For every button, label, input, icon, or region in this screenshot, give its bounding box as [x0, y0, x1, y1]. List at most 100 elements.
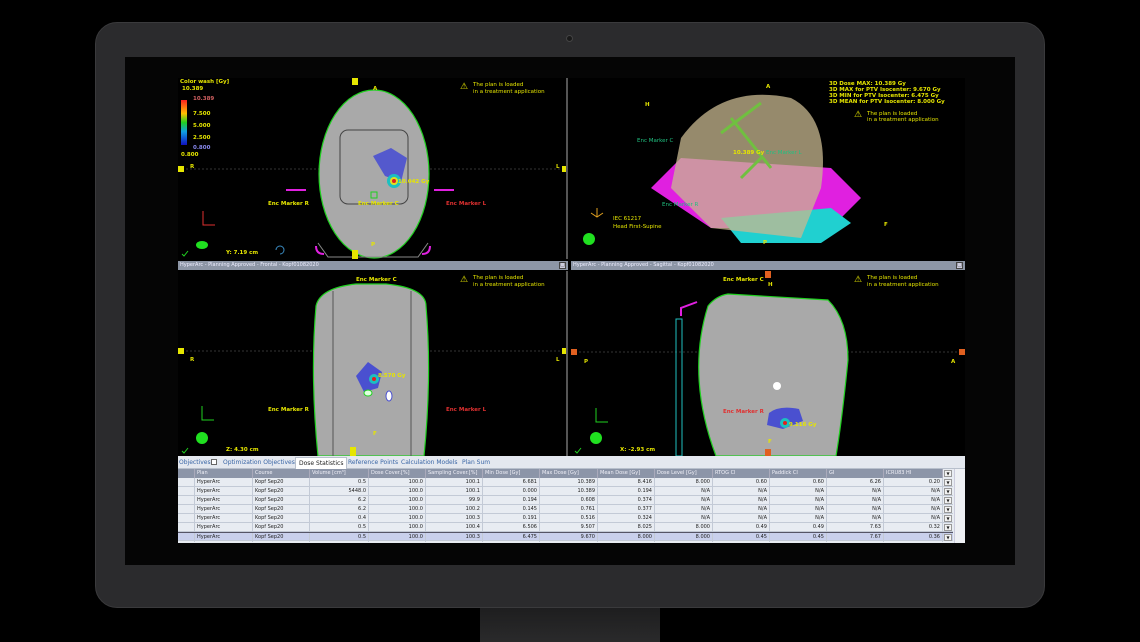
orient-label: H — [645, 102, 650, 108]
legend-tick: 5.000 — [193, 123, 211, 129]
row-dropdown-button[interactable]: ▼ — [944, 506, 952, 513]
legend-tick: 7.500 — [193, 111, 211, 117]
table-cell: 6.2 — [310, 496, 369, 505]
table-cell: 100.3 — [426, 514, 483, 523]
table-cell: 0.20 — [884, 478, 943, 487]
legend-bottom-value: 0.800 — [193, 145, 211, 151]
table-cell: HyperArc — [195, 514, 253, 523]
sagittal-view[interactable]: Enc Marker C H ⚠ The plan is loaded in a… — [571, 271, 965, 456]
table-cell: N/A — [655, 496, 713, 505]
table-cell: 0.324 — [598, 514, 655, 523]
dose-label: 10.389 Gy — [733, 150, 765, 156]
row-dropdown-button[interactable]: ▼ — [944, 488, 952, 495]
warning-icon: ⚠ — [460, 82, 469, 92]
column-header[interactable]: Sampling Cover.[%] — [426, 469, 483, 478]
table-cell — [178, 514, 195, 523]
warning-text: The plan is loaded — [473, 82, 524, 88]
maximize-button[interactable]: □ — [956, 262, 963, 269]
orient-label: P — [763, 240, 768, 246]
column-header[interactable]: Course — [253, 469, 310, 478]
tab-calculation-models[interactable]: Calculation Models — [401, 459, 458, 466]
tab-optimization-objectives[interactable]: Optimization Objectives — [223, 459, 295, 466]
row-dropdown-button[interactable]: ▼ — [944, 479, 952, 486]
orient-label: F — [884, 222, 888, 228]
tab-plan-sum[interactable]: Plan Sum — [462, 459, 491, 466]
table-cell: 100.0 — [369, 523, 426, 532]
table-cell: 0.145 — [483, 505, 540, 514]
dose-stat: 3D MEAN for PTV Isocenter: 8.000 Gy — [829, 99, 945, 105]
transverse-view[interactable]: Color wash [Gy] 10.389 10.389 7.500 5.00… — [178, 78, 568, 259]
table-cell: 8.025 — [598, 523, 655, 532]
legend-min: 0.800 — [181, 152, 199, 158]
tab-objectives[interactable]: Objectives — [179, 459, 211, 466]
column-header[interactable]: Volume [cm³] — [310, 469, 369, 478]
table-cell: 99.9 — [426, 496, 483, 505]
table-cell: N/A — [655, 487, 713, 496]
table-cell: 0.36 — [884, 533, 943, 542]
checkbox[interactable] — [211, 459, 217, 465]
dose-wash — [373, 148, 407, 182]
table-cell: Kopf Sep20 — [253, 533, 310, 542]
table-cell: 0.000 — [483, 487, 540, 496]
column-header[interactable]: Paddick CI — [770, 469, 827, 478]
tab-dose-statistics[interactable]: Dose Statistics — [295, 457, 348, 469]
row-dropdown-button[interactable]: ▼ — [944, 497, 952, 504]
table-cell — [178, 487, 195, 496]
frontal-view[interactable]: Enc Marker C ⚠ The plan is loaded in a t… — [178, 271, 568, 456]
warning-text: The plan is loaded — [473, 275, 524, 281]
table-cell: N/A — [827, 496, 884, 505]
bottom-tabs: Objectives Optimization Objectives Dose … — [178, 456, 965, 469]
table-cell: 8.000 — [655, 523, 713, 532]
slice-position: Z: 4.30 cm — [226, 447, 259, 453]
patient-orientation-icon — [583, 233, 595, 245]
maximize-button[interactable]: □ — [559, 262, 566, 269]
3d-model-view[interactable]: 3D Dose MAX: 10.389 Gy 3D MAX for PTV Is… — [571, 78, 965, 259]
transverse-image — [178, 78, 566, 259]
table-cell: 9.670 — [540, 533, 598, 542]
column-header[interactable]: ICRU83 HI — [884, 469, 943, 478]
vertical-scrollbar[interactable] — [954, 469, 965, 543]
column-header[interactable] — [178, 469, 195, 478]
warning-icon: ⚠ — [460, 275, 469, 285]
tab-reference-points[interactable]: Reference Points — [348, 459, 399, 466]
column-chooser-button[interactable]: ▼ — [944, 470, 952, 477]
row-dropdown-button[interactable]: ▼ — [944, 524, 952, 531]
table-cell: HyperArc — [195, 496, 253, 505]
dose-wash — [356, 362, 382, 392]
table-cell: Kopf Sep20 — [253, 478, 310, 487]
column-header[interactable]: RTOG CI — [713, 469, 770, 478]
table-cell: N/A — [713, 505, 770, 514]
orient-label: A — [373, 86, 378, 92]
orient-label: L — [556, 164, 560, 170]
column-header[interactable]: Plan — [195, 469, 253, 478]
dose-stat: 3D Dose MAX: 10.389 Gy — [829, 81, 906, 87]
legend-title: Color wash [Gy] — [180, 79, 230, 85]
column-header[interactable]: Mean Dose [Gy] — [598, 469, 655, 478]
column-header[interactable]: Max Dose [Gy] — [540, 469, 598, 478]
table-cell: Kopf Sep20 — [253, 505, 310, 514]
row-dropdown-button[interactable]: ▼ — [944, 534, 952, 541]
row-dropdown-button[interactable]: ▼ — [944, 515, 952, 522]
orient-label: R — [190, 164, 195, 170]
orientation-axes-icon — [202, 211, 215, 226]
table-cell: HyperArc — [195, 505, 253, 514]
column-header[interactable]: Min Dose [Gy] — [483, 469, 540, 478]
table-cell: N/A — [884, 514, 943, 523]
warning-text: The plan is loaded — [867, 111, 918, 117]
table-cell: 0.49 — [713, 523, 770, 532]
column-header[interactable]: GI — [827, 469, 884, 478]
check-icon — [181, 250, 189, 257]
column-header[interactable]: Dose Level [Gy] — [655, 469, 713, 478]
table-cell: Kopf Sep20 — [253, 514, 310, 523]
marker-label: Enc Marker C — [358, 201, 399, 207]
column-header[interactable]: Dose Cover.[%] — [369, 469, 426, 478]
couch-edge — [675, 318, 683, 456]
